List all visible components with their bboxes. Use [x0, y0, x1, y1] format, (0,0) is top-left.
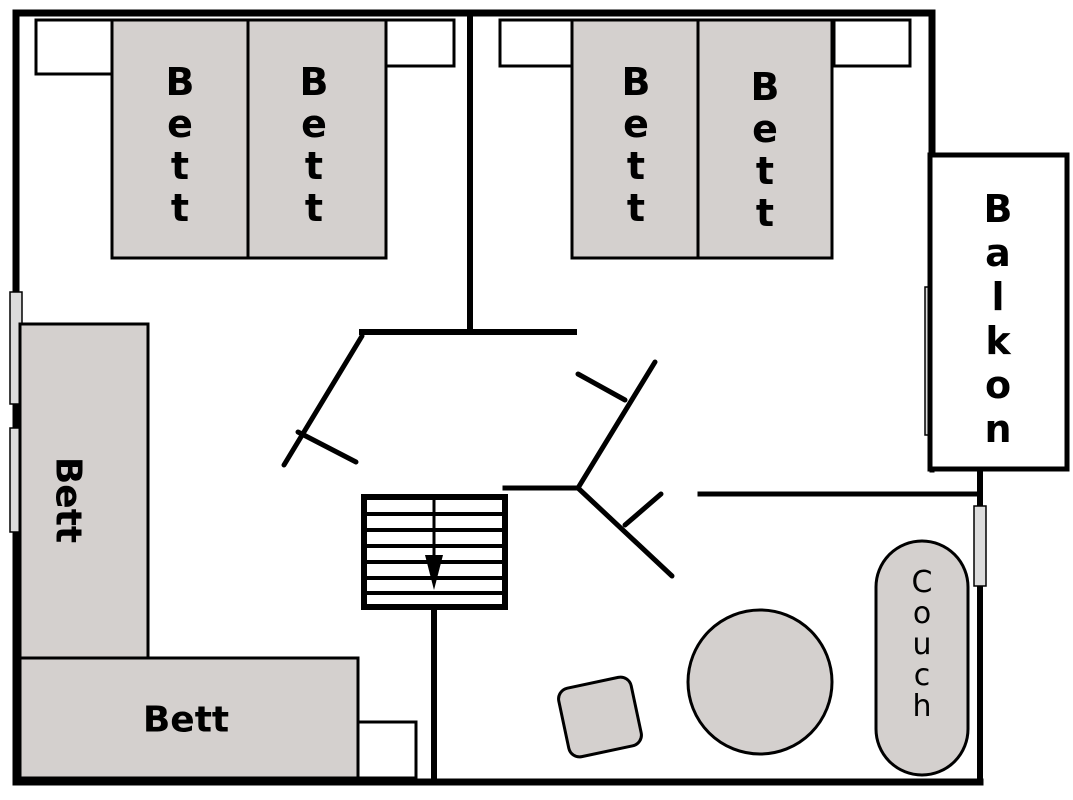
bed: [18, 322, 150, 660]
armchair: [557, 675, 643, 759]
balcony: [927, 152, 1070, 472]
bed: [696, 18, 834, 260]
nightstand: [832, 18, 912, 68]
door-living-room: [575, 485, 675, 579]
nightstand: [34, 18, 114, 76]
round-table: [686, 608, 834, 756]
nightstand: [498, 18, 576, 68]
bed: [570, 18, 700, 260]
bed: [110, 18, 250, 260]
nightstand: [356, 720, 418, 780]
door-left-bedroom: [281, 333, 365, 468]
bed-label: Bett: [143, 700, 229, 741]
stair-direction-arrow-icon: [425, 555, 443, 590]
staircase: [361, 494, 508, 610]
doors: [281, 333, 675, 579]
door-right-bedroom: [575, 359, 658, 491]
bed: [18, 656, 360, 780]
bed-label: Bett: [48, 457, 89, 543]
nightstand: [384, 18, 456, 68]
couch: [874, 539, 970, 777]
furniture: [18, 18, 970, 780]
window-living-right: [973, 505, 987, 587]
bed: [246, 18, 388, 260]
